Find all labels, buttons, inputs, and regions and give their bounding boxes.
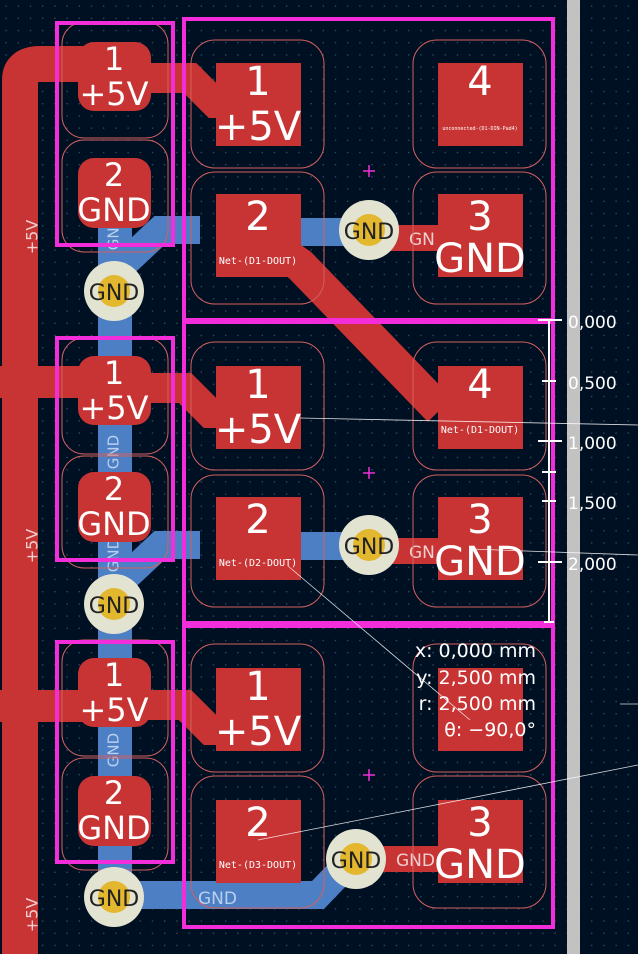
silkscreen-outlines xyxy=(55,17,555,929)
j3-pad-2[interactable] xyxy=(78,776,151,846)
plus5v-trace-vertical[interactable] xyxy=(2,46,140,954)
d1-pad-1-net: +5V xyxy=(215,104,302,150)
d3-pad-3-num: 3 xyxy=(467,800,492,846)
j1-pad-1-net: +5V xyxy=(79,75,148,113)
gnd-stub-label-d1: GN xyxy=(409,230,435,250)
ruler-tick-0: 0,000 xyxy=(568,313,617,333)
j3-pad-2-num: 2 xyxy=(104,774,124,812)
ruler-tick-2: 1,000 xyxy=(568,434,617,454)
via-icon[interactable]: GND xyxy=(326,829,386,889)
d2-pad-4-num: 4 xyxy=(467,362,492,408)
d1-pad-2-netname: Net-(D1-DOUT) xyxy=(219,256,297,267)
d2-pad-3-net: GND xyxy=(434,539,526,585)
ruler-tick-4: 2,000 xyxy=(568,555,617,575)
readout-r: r: 2,500 mm xyxy=(419,693,536,715)
via-icon[interactable]: GND xyxy=(84,574,144,634)
d1-pad-1[interactable] xyxy=(216,63,301,146)
j1-pad-2-net: GND xyxy=(77,191,150,229)
gnd-trace-diag-2[interactable] xyxy=(102,531,200,601)
d2-pad-1[interactable] xyxy=(216,366,301,449)
d1-pad-2[interactable] xyxy=(216,194,301,277)
j1-pad-1[interactable] xyxy=(78,42,151,111)
ruler-tick-1: 0,500 xyxy=(568,374,617,394)
d2-pad-1-num: 1 xyxy=(245,362,270,408)
d3-pad-4[interactable] xyxy=(438,668,523,751)
d2-pad-4-netname: Net-(D1-DOUT) xyxy=(441,425,519,436)
board-edge-rail xyxy=(567,0,580,954)
d1-pad-4[interactable] xyxy=(438,63,523,146)
j2-pad-2[interactable] xyxy=(78,472,151,542)
bottom-gnd-track-label: GND xyxy=(198,889,237,909)
d1-pad-1-num: 1 xyxy=(245,59,270,105)
d1-pad-3[interactable] xyxy=(438,194,523,277)
j3-pad-1[interactable] xyxy=(78,658,151,727)
d3-pad-1-num: 1 xyxy=(245,664,270,710)
d2-pad-2[interactable] xyxy=(216,497,301,580)
d3-pad-1-net: +5V xyxy=(215,709,302,755)
via-5-label: GND xyxy=(331,849,381,874)
via-4-label: GND xyxy=(344,535,394,560)
d2-pad-2-netname: Net-(D2-DOUT) xyxy=(219,558,297,569)
j2-pad-1-net: +5V xyxy=(79,389,148,427)
plus5v-track-label-2: +5V xyxy=(23,529,42,564)
plus5v-track-label-3: +5V xyxy=(23,898,42,933)
j1-pad-2[interactable] xyxy=(78,158,151,228)
readout-x: x: 0,000 mm xyxy=(415,640,536,662)
d1-pad-4-netname: unconnected-(D1-DIN-Pad4) xyxy=(442,126,517,132)
d1-pad-3-num: 3 xyxy=(467,194,492,240)
plus5v-track-label-1: +5V xyxy=(23,220,42,255)
j2-pad-1[interactable] xyxy=(78,356,151,425)
vertical-gnd-label-2: GND xyxy=(105,435,123,469)
gnd-stub-label-d3: GND xyxy=(396,851,435,871)
via-icon[interactable]: GND xyxy=(339,515,399,575)
d1-pad-3-net: GND xyxy=(434,236,526,282)
j2-pad-1-num: 1 xyxy=(104,354,124,392)
gnd-stub-label-d2: GN xyxy=(409,543,435,563)
j3-pad-1-net: +5V xyxy=(79,691,148,729)
via-3-label: GND xyxy=(89,594,139,619)
d1-pad-4-num: 4 xyxy=(467,59,492,105)
j3-pad-2-net: GND xyxy=(77,809,150,847)
j1-pad-1-num: 1 xyxy=(104,40,124,78)
courtyard-outlines xyxy=(61,21,547,909)
j2-pad-2-num: 2 xyxy=(104,470,124,508)
d3-pad-2[interactable] xyxy=(216,800,301,883)
via-icon[interactable]: GND xyxy=(84,261,144,321)
d2-pad-4[interactable] xyxy=(438,366,523,449)
d1-pad-2-num: 2 xyxy=(245,194,270,240)
d3-pad-3-net: GND xyxy=(434,842,526,888)
j1-pad-2-num: 2 xyxy=(104,156,124,194)
d2-pad-3[interactable] xyxy=(438,497,523,580)
d2-pad-3-num: 3 xyxy=(467,497,492,543)
via-2-label: GND xyxy=(344,220,394,245)
via-6-label: GND xyxy=(89,887,139,912)
pads: 1 +5V 2 GND 1 +5V 2 GND 1 +5V 2 GND 1 +5… xyxy=(77,40,526,888)
j3-pad-1-num: 1 xyxy=(104,656,124,694)
d3-pad-2-netname: Net-(D3-DOUT) xyxy=(219,860,297,871)
d2-pad-1-net: +5V xyxy=(215,407,302,453)
d3-pad-3[interactable] xyxy=(438,800,523,883)
vias: GND GND GND GND GND GND xyxy=(84,200,399,927)
d3-pad-2-num: 2 xyxy=(245,800,270,846)
j2-pad-2-net: GND xyxy=(77,505,150,543)
readout-y: y: 2,500 mm xyxy=(416,667,536,689)
via-icon[interactable]: GND xyxy=(84,867,144,927)
ruler-tick-3: 1,500 xyxy=(568,494,617,514)
vertical-gnd-label-4: GND xyxy=(105,733,123,767)
d3-pad-1[interactable] xyxy=(216,668,301,751)
anchor-cross-icon xyxy=(363,165,375,781)
gnd-trace-diag-1[interactable] xyxy=(102,216,200,286)
readout-theta: θ: −90,0° xyxy=(444,719,536,741)
d2-pad-2-num: 2 xyxy=(245,497,270,543)
via-1-label: GND xyxy=(89,281,139,306)
coordinate-readout: x: 0,000 mm y: 2,500 mm r: 2,500 mm θ: −… xyxy=(415,640,536,741)
via-icon[interactable]: GND xyxy=(339,200,399,260)
gnd-stub-d3[interactable] xyxy=(380,846,440,872)
vertical-gnd-label-3: GND xyxy=(105,538,123,572)
measure-ruler: 0,000 0,500 1,000 1,500 2,000 xyxy=(257,313,638,841)
